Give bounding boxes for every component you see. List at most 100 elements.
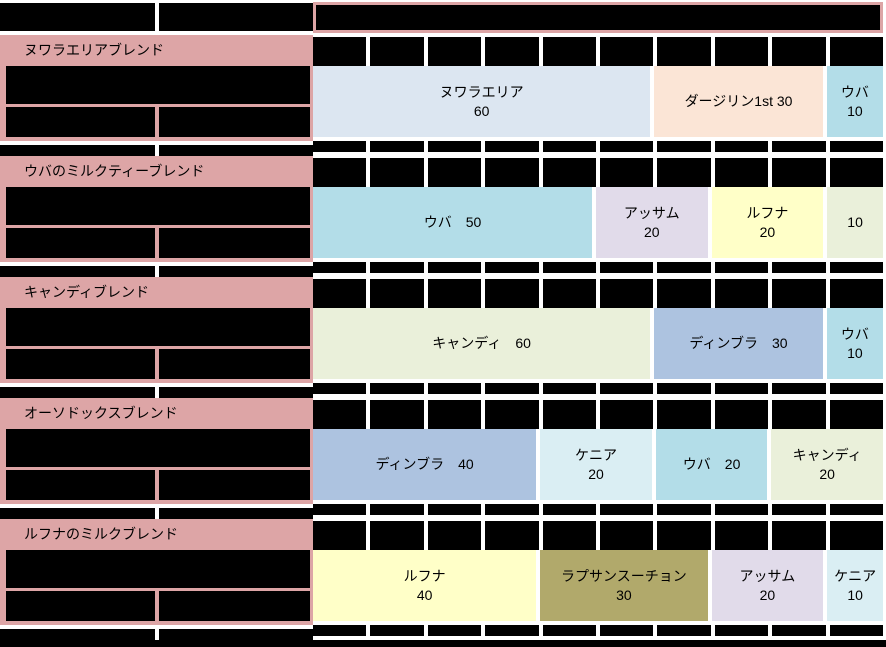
redacted-cell[interactable]	[159, 145, 313, 156]
redacted-cell[interactable]	[714, 521, 769, 550]
redacted-cell[interactable]	[600, 504, 654, 515]
redacted-cell[interactable]	[370, 37, 424, 66]
bar-segment[interactable]: ダージリン1st 30	[654, 66, 823, 137]
redacted-cell[interactable]	[542, 400, 597, 429]
redacted-separator-cells[interactable]	[0, 629, 313, 640]
redacted-cell[interactable]	[6, 591, 155, 621]
redacted-cell[interactable]	[6, 550, 310, 588]
blend-name-cell[interactable]: キャンディブレンド	[24, 284, 150, 300]
redacted-cell[interactable]	[829, 37, 884, 66]
redacted-separator-cells[interactable]	[313, 141, 884, 152]
redacted-cell[interactable]	[313, 400, 367, 429]
redacted-cell[interactable]	[313, 262, 367, 273]
redacted-cell[interactable]	[159, 3, 313, 31]
redacted-cell[interactable]	[829, 625, 884, 636]
redacted-cell[interactable]	[657, 141, 711, 152]
redacted-cell[interactable]	[829, 141, 884, 152]
redacted-cell[interactable]	[370, 400, 424, 429]
redacted-cell[interactable]	[485, 521, 539, 550]
redacted-cell[interactable]	[714, 400, 769, 429]
redacted-cell[interactable]	[313, 141, 367, 152]
redacted-cell[interactable]	[657, 504, 711, 515]
redacted-cell[interactable]	[370, 262, 424, 273]
redacted-cell[interactable]	[657, 158, 711, 187]
redacted-cell[interactable]	[829, 262, 884, 273]
redacted-cell[interactable]	[772, 521, 826, 550]
redacted-cell[interactable]	[0, 508, 155, 519]
redacted-cell[interactable]	[829, 158, 884, 187]
redacted-cell[interactable]	[427, 141, 482, 152]
redacted-cell[interactable]	[600, 262, 654, 273]
redacted-separator-cells[interactable]	[313, 625, 884, 636]
redacted-cell[interactable]	[772, 141, 826, 152]
redacted-cell[interactable]	[772, 625, 826, 636]
redacted-cell[interactable]	[427, 158, 482, 187]
redacted-cell[interactable]	[370, 625, 424, 636]
redacted-cell[interactable]	[542, 262, 597, 273]
redacted-cell[interactable]	[159, 266, 313, 277]
percent-grid-row[interactable]	[313, 521, 884, 550]
redacted-cell[interactable]	[370, 279, 424, 308]
blend-name-cell[interactable]: ウバのミルクティーブレンド	[24, 163, 205, 179]
redacted-cell[interactable]	[6, 429, 310, 467]
redacted-cell[interactable]	[600, 400, 654, 429]
redacted-cell[interactable]	[0, 145, 155, 156]
redacted-cell[interactable]	[714, 158, 769, 187]
redacted-cell[interactable]	[370, 158, 424, 187]
percent-grid-row[interactable]	[313, 400, 884, 429]
redacted-cell[interactable]	[772, 383, 826, 394]
bar-segment[interactable]: ウバ 20	[655, 429, 768, 500]
redacted-separator-cells[interactable]	[0, 266, 313, 277]
redacted-cell[interactable]	[829, 521, 884, 550]
redacted-cell[interactable]	[313, 383, 367, 394]
redacted-cell[interactable]	[542, 37, 597, 66]
redacted-separator-cells[interactable]	[313, 262, 884, 273]
redacted-cell[interactable]	[485, 400, 539, 429]
redacted-separator-cells[interactable]	[0, 508, 313, 519]
redacted-separator-cells[interactable]	[313, 504, 884, 515]
redacted-cell[interactable]	[772, 262, 826, 273]
redacted-cell[interactable]	[159, 629, 313, 640]
redacted-cell[interactable]	[313, 521, 367, 550]
redacted-cell[interactable]	[485, 262, 539, 273]
redacted-cell[interactable]	[6, 349, 155, 379]
redacted-cell[interactable]	[714, 383, 769, 394]
redacted-cell[interactable]	[313, 504, 367, 515]
redacted-cell[interactable]	[313, 158, 367, 187]
redacted-cell[interactable]	[714, 504, 769, 515]
redacted-cell-row[interactable]	[6, 349, 310, 379]
redacted-cell[interactable]	[370, 521, 424, 550]
redacted-cell-row[interactable]	[6, 228, 310, 258]
redacted-cell[interactable]	[657, 383, 711, 394]
redacted-cell[interactable]	[159, 228, 310, 258]
redacted-cell-row[interactable]	[6, 107, 310, 137]
redacted-cell[interactable]	[370, 383, 424, 394]
redacted-cell[interactable]	[313, 625, 367, 636]
redacted-cell[interactable]	[542, 625, 597, 636]
redacted-cell[interactable]	[657, 37, 711, 66]
redacted-cell[interactable]	[600, 141, 654, 152]
redacted-cell[interactable]	[829, 400, 884, 429]
percent-grid-row[interactable]	[313, 279, 884, 308]
percent-grid-row[interactable]	[313, 158, 884, 187]
redacted-cell[interactable]	[6, 187, 310, 225]
redacted-cell[interactable]	[427, 262, 482, 273]
redacted-cell[interactable]	[714, 37, 769, 66]
redacted-separator-cells[interactable]	[0, 387, 313, 398]
redacted-cell[interactable]	[542, 158, 597, 187]
redacted-cell[interactable]	[600, 37, 654, 66]
redacted-header-cells[interactable]	[0, 3, 313, 31]
redacted-cell[interactable]	[485, 279, 539, 308]
redacted-cell[interactable]	[600, 158, 654, 187]
redacted-cell[interactable]	[657, 279, 711, 308]
